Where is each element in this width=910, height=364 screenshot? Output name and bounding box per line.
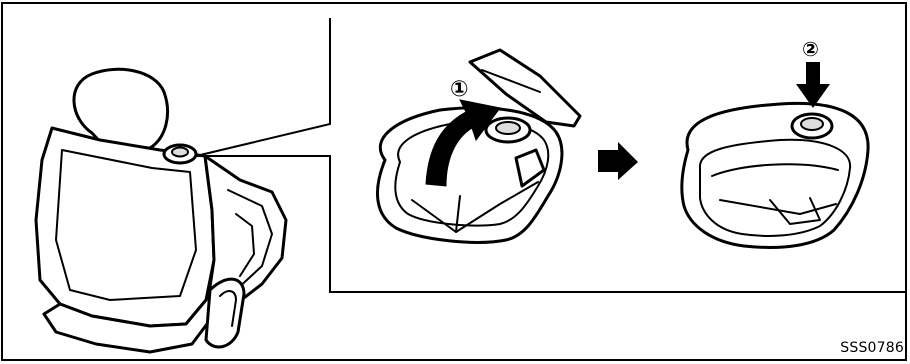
step1-marker: ①: [450, 77, 469, 102]
next-step-arrow: [598, 142, 638, 180]
figure-reference-code: SSS0786: [840, 340, 904, 356]
cup-holder-lid-closed: [682, 103, 868, 247]
press-arrow: [796, 62, 830, 108]
seat-illustration: [36, 69, 286, 352]
cup-holder-lid-open: [377, 50, 580, 242]
step2-marker: ②: [802, 37, 819, 61]
